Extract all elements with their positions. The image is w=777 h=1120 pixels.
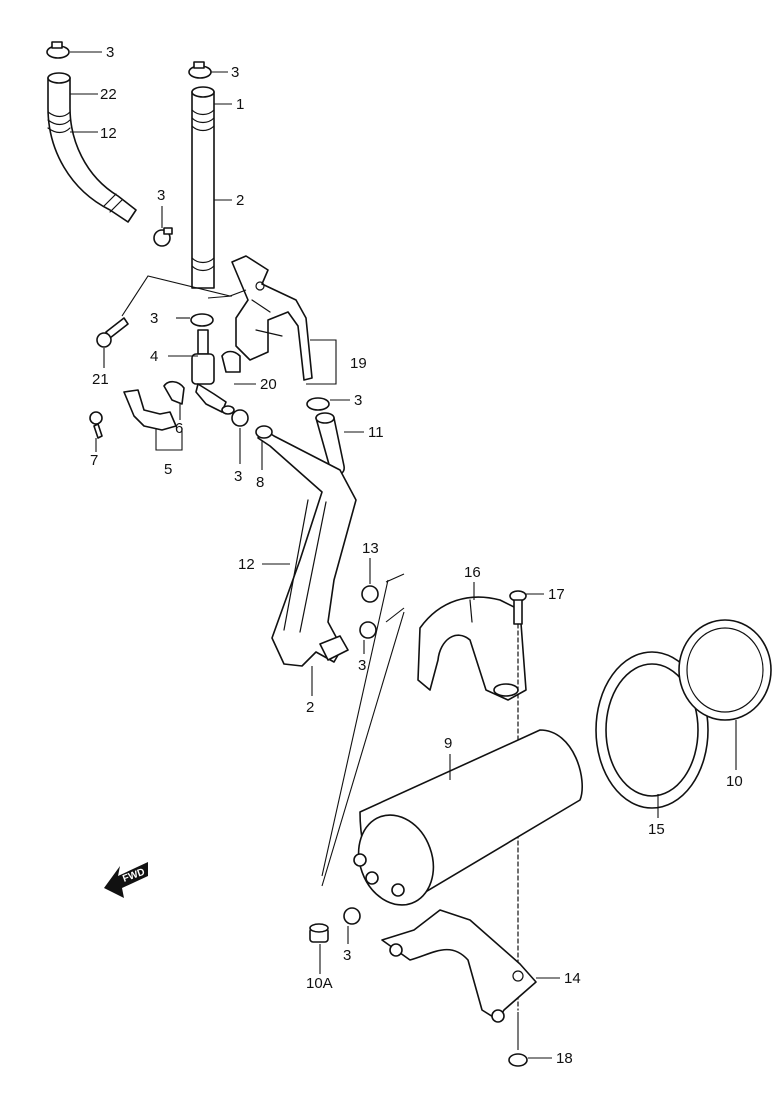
callout-13: 13 [362,540,379,557]
clamp-top-left [46,41,70,59]
hose-vertical [191,86,215,289]
clamp-left-3 [153,227,173,247]
clip-6 [163,380,185,405]
clamp-lower-3 [359,621,377,639]
nut-18 [508,1053,528,1067]
callout-22: 22 [100,86,117,103]
clamp-11 [306,397,330,411]
hose-8-long [255,425,357,667]
sleeve-15 [595,651,709,809]
callout-17: 17 [548,586,565,603]
callout-9: 9 [444,735,452,752]
cover-16 [417,596,527,701]
callout-7: 7 [90,452,98,469]
callout-labels: 3 22 12 3 1 2 3 3 4 19 20 21 3 11 6 7 5 … [90,44,743,1067]
fwd-arrow-icon: FWD [104,862,148,898]
callout-3: 3 [354,392,362,409]
callout-8: 8 [256,474,264,491]
callout-20: 20 [260,376,277,393]
clamp-fitting-4 [190,313,214,327]
bracket-19 [231,255,313,381]
callout-3: 3 [150,310,158,327]
callout-5: 5 [164,461,172,478]
callout-12: 12 [100,125,117,142]
callout-6: 6 [175,420,183,437]
callout-2: 2 [306,699,314,716]
callout-1: 1 [236,96,244,113]
clamp-bottom-3 [343,907,361,925]
callout-18: 18 [556,1050,573,1067]
callout-11: 11 [368,424,384,441]
callout-3: 3 [231,64,239,81]
callout-3: 3 [358,657,366,674]
callout-19: 19 [350,355,367,372]
cap-10a [309,923,329,943]
callout-3: 3 [234,468,242,485]
clip-5 [123,389,177,431]
cap-10 [678,619,772,721]
callout-3: 3 [343,947,351,964]
callout-3: 3 [157,187,165,204]
callout-12: 12 [238,556,255,573]
callout-21: 21 [92,371,109,388]
clamp-top-center [188,61,212,79]
callout-16: 16 [464,564,481,581]
clamp-fitting-side [231,409,249,427]
callout-4: 4 [150,348,158,365]
screw-7 [89,411,103,439]
bolt-17 [509,590,527,625]
callout-2: 2 [236,192,244,209]
callout-10a: 10A [306,975,333,992]
bracket-14 [381,909,537,1023]
bolt-21 [96,317,129,348]
clip-20 [221,350,241,373]
hose-upper-left [47,72,137,223]
clamp-13 [361,585,379,603]
callout-15: 15 [648,821,665,838]
callout-3: 3 [106,44,114,61]
callout-14: 14 [564,970,581,987]
callout-10: 10 [726,773,743,790]
leader-lines [70,51,737,1059]
canister-9 [353,729,583,906]
